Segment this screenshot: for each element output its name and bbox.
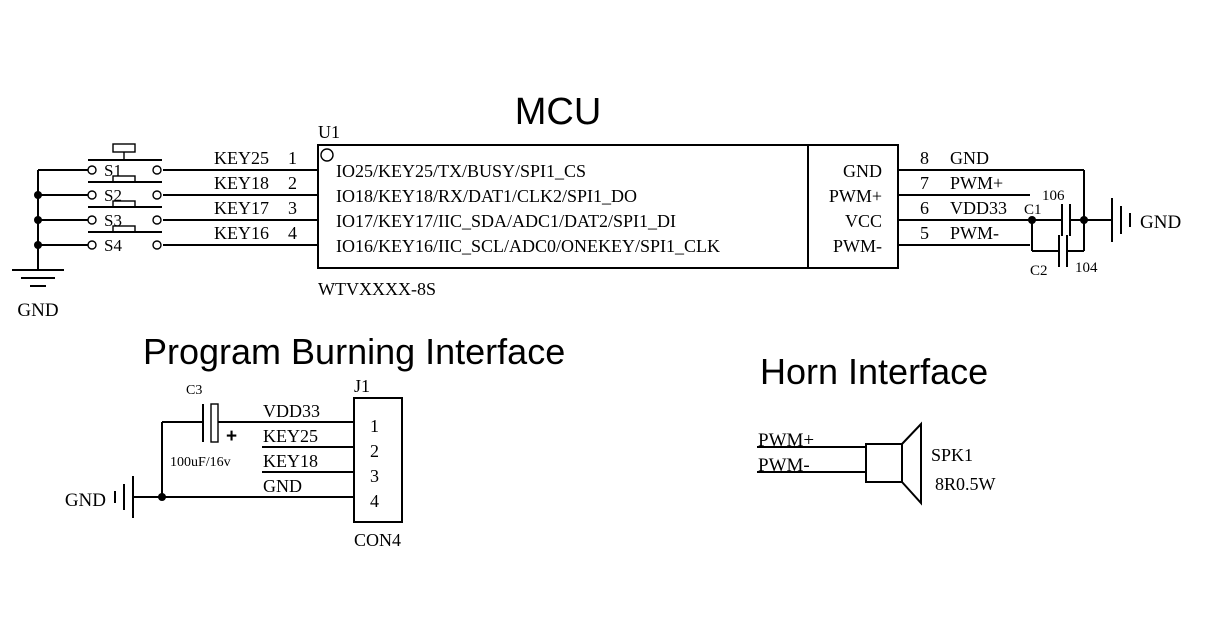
connector-part: CON4 bbox=[354, 530, 401, 550]
connector-j1-body bbox=[353, 397, 403, 523]
net-label-key25: KEY25 bbox=[214, 148, 269, 168]
conn-pin-num-3: 3 bbox=[370, 466, 379, 486]
spk-net-pwm-minus: PWM- bbox=[758, 455, 810, 476]
mcu-right-body bbox=[807, 144, 899, 269]
junction-dot bbox=[1028, 216, 1036, 224]
conn-net-gnd: GND bbox=[263, 476, 302, 496]
switch-s1: S1 bbox=[87, 143, 162, 180]
net-label-pwm-plus: PWM+ bbox=[950, 173, 1003, 193]
pin-num-7: 7 bbox=[920, 173, 929, 193]
junction-dot bbox=[34, 216, 42, 224]
mcu-pin5-name: PWM- bbox=[833, 236, 882, 256]
program-title: Program Burning Interface bbox=[143, 331, 565, 372]
conn-pin-num-2: 2 bbox=[370, 441, 379, 461]
mcu-pin2-func: IO18/KEY18/RX/DAT1/CLK2/SPI1_DO bbox=[336, 186, 637, 206]
c1-ref: C1 bbox=[1024, 202, 1042, 218]
capacitor-c2 bbox=[1031, 220, 1084, 267]
pin1-marker bbox=[320, 148, 334, 162]
speaker-spk1 bbox=[865, 421, 922, 506]
conn-net-key18: KEY18 bbox=[263, 451, 318, 471]
switch-s3: S3 bbox=[87, 200, 162, 230]
c3-polarity: + bbox=[226, 426, 237, 447]
horn-title: Horn Interface bbox=[760, 351, 988, 392]
c2-value: 104 bbox=[1075, 260, 1098, 276]
switch-s4: S4 bbox=[87, 225, 162, 255]
c3-value: 100uF/16v bbox=[170, 455, 231, 470]
mcu-pin8-name: GND bbox=[843, 161, 882, 181]
net-label-key16: KEY16 bbox=[214, 223, 269, 243]
pin-num-6: 6 bbox=[920, 198, 929, 218]
switch-s1-label: S1 bbox=[104, 161, 122, 180]
gnd-label-right: GND bbox=[1140, 212, 1181, 233]
pin-num-1: 1 bbox=[288, 148, 297, 168]
mcu-pin1-func: IO25/KEY25/TX/BUSY/SPI1_CS bbox=[336, 161, 586, 181]
switch-s2-label: S2 bbox=[104, 186, 122, 205]
pin-num-3: 3 bbox=[288, 198, 297, 218]
speaker-value: 8R0.5W bbox=[935, 474, 996, 494]
mcu-pin3-func: IO17/KEY17/IIC_SDA/ADC1/DAT2/SPI1_DI bbox=[336, 211, 676, 231]
ground-symbol-right bbox=[1111, 198, 1131, 242]
pin-num-8: 8 bbox=[920, 148, 929, 168]
c2-ref: C2 bbox=[1030, 263, 1048, 279]
mcu-pin4-func: IO16/KEY16/IIC_SCL/ADC0/ONEKEY/SPI1_CLK bbox=[336, 236, 720, 256]
spk-net-pwm-plus: PWM+ bbox=[758, 430, 814, 451]
mcu-pin7-name: PWM+ bbox=[829, 186, 882, 206]
ground-symbol-program bbox=[114, 476, 134, 518]
mcu-ref: U1 bbox=[318, 122, 340, 142]
conn-net-key25: KEY25 bbox=[263, 426, 318, 446]
pin-num-2: 2 bbox=[288, 173, 297, 193]
capacitor-c3 bbox=[161, 403, 232, 497]
speaker-ref: SPK1 bbox=[931, 445, 973, 465]
capacitor-c1 bbox=[1032, 204, 1084, 236]
c1-value: 106 bbox=[1042, 188, 1065, 204]
conn-pin-num-4: 4 bbox=[370, 491, 379, 511]
mcu-part: WTVXXXX-8S bbox=[318, 279, 436, 299]
net-label-key17: KEY17 bbox=[214, 198, 269, 218]
c3-ref: C3 bbox=[186, 383, 202, 398]
switch-s3-label: S3 bbox=[104, 211, 122, 230]
junction-dot bbox=[34, 191, 42, 199]
junction-dot bbox=[34, 241, 42, 249]
pin-num-4: 4 bbox=[288, 223, 297, 243]
net-label-gnd: GND bbox=[950, 148, 989, 168]
connector-ref: J1 bbox=[354, 376, 370, 396]
switch-s2: S2 bbox=[87, 175, 162, 205]
net-label-pwm-minus: PWM- bbox=[950, 223, 999, 243]
ground-symbol-left bbox=[12, 269, 64, 287]
net-label-vdd33: VDD33 bbox=[950, 198, 1007, 218]
net-label-key18: KEY18 bbox=[214, 173, 269, 193]
switch-s4-label: S4 bbox=[104, 236, 122, 255]
conn-net-vdd33: VDD33 bbox=[263, 401, 320, 421]
conn-pin-num-1: 1 bbox=[370, 416, 379, 436]
gnd-label-program: GND bbox=[65, 490, 106, 511]
mcu-title: MCU bbox=[515, 91, 602, 133]
mcu-pin6-name: VCC bbox=[845, 211, 882, 231]
gnd-label-left: GND bbox=[17, 300, 58, 321]
pin-num-5: 5 bbox=[920, 223, 929, 243]
